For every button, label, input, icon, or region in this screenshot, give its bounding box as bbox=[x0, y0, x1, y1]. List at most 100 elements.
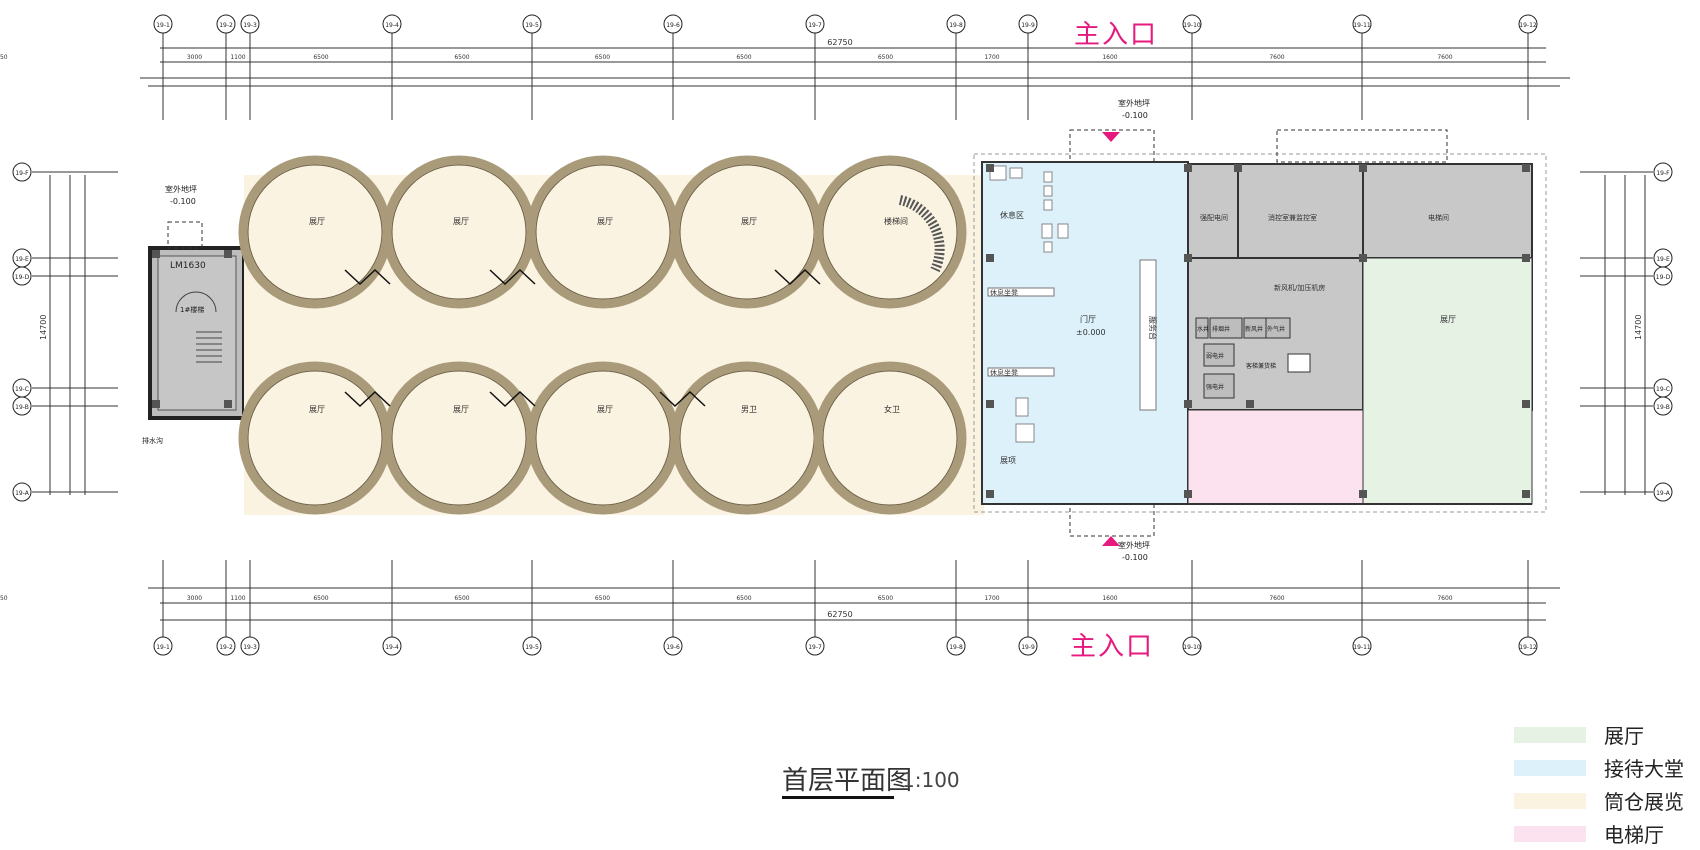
shafts bbox=[1195, 317, 1291, 399]
legend-swatch-reception-lobby bbox=[1514, 759, 1586, 776]
dimension-label: 3000 bbox=[187, 54, 202, 61]
column bbox=[1522, 490, 1530, 498]
grid-label: 19-10 bbox=[1183, 644, 1201, 651]
south-entry-canopy bbox=[1069, 503, 1155, 537]
grid-bubble bbox=[663, 14, 683, 34]
column bbox=[1234, 164, 1242, 172]
south-entry-arrow bbox=[1102, 536, 1120, 546]
right-total-dimension: 14700 bbox=[1634, 315, 1643, 340]
grid-label: 19-11 bbox=[1353, 22, 1371, 29]
rest-seats-2 bbox=[987, 367, 1055, 377]
silo-interior bbox=[535, 370, 671, 506]
side-dimension-lines bbox=[49, 175, 1646, 495]
silo-label: 男卫 bbox=[741, 405, 757, 414]
dimension-label: 6500 bbox=[454, 595, 469, 602]
elevator-label: 客梯兼货梯 bbox=[1246, 362, 1276, 370]
grid-label: 19-5 bbox=[525, 644, 539, 651]
side-grid-label: 19-A bbox=[1656, 490, 1671, 497]
silo-label: 展厅 bbox=[309, 405, 325, 414]
legend-item: 接待大堂 bbox=[1514, 751, 1684, 784]
dimension-label: 1600 bbox=[1102, 54, 1117, 61]
grid-bubble bbox=[663, 636, 683, 656]
grid-label: 19-4 bbox=[385, 644, 399, 651]
west-entry-canopy bbox=[167, 221, 203, 249]
top-overall-dimension: 62750 bbox=[827, 38, 852, 47]
column bbox=[1522, 400, 1530, 408]
dimension-label: 7600 bbox=[1269, 595, 1284, 602]
column bbox=[986, 400, 994, 408]
left-total-dimension: 14700 bbox=[39, 315, 48, 340]
column bbox=[1359, 164, 1367, 172]
grid-label: 19-8 bbox=[949, 22, 963, 29]
grid-label: 19-7 bbox=[808, 22, 822, 29]
grid-bubble bbox=[1352, 14, 1372, 34]
legend-swatch-elevator-hall bbox=[1514, 825, 1586, 842]
grid-bubble bbox=[522, 636, 542, 656]
drawing-title-underline bbox=[782, 796, 894, 799]
silo-label: 展厅 bbox=[309, 217, 325, 226]
silo-interior bbox=[247, 370, 383, 506]
legend-label: 筒仓展览 bbox=[1604, 790, 1684, 814]
dimension-label: 6500 bbox=[313, 595, 328, 602]
south-outdoor-level-label: 室外地坪 bbox=[1118, 540, 1150, 550]
service-counter bbox=[1139, 259, 1157, 411]
column bbox=[1184, 400, 1192, 408]
grid-bubble bbox=[153, 636, 173, 656]
partition-zigzag bbox=[344, 390, 391, 408]
south-main-entrance-label: 主入口 bbox=[1070, 632, 1155, 662]
column bbox=[1184, 490, 1192, 498]
drawing-scale: 1:100 bbox=[902, 768, 960, 792]
stair-tag: 1#楼梯 bbox=[180, 305, 204, 314]
grid-bubble bbox=[216, 636, 236, 656]
north-service-canopy bbox=[1276, 129, 1448, 163]
legend-swatch-silo-exhibit bbox=[1514, 792, 1586, 809]
top-dimension-lines bbox=[140, 47, 1570, 87]
bottom-overall-dimension: 62750 bbox=[827, 610, 852, 619]
exhibit-item-label: 展项 bbox=[1000, 456, 1016, 465]
rest-seats-1 bbox=[987, 287, 1055, 297]
power-room-label: 强配电间 bbox=[1200, 213, 1228, 222]
legend: 展厅 接待大堂 筒仓展览 电梯厅 bbox=[1514, 718, 1684, 850]
dimension-label: 6500 bbox=[736, 54, 751, 61]
dimension-label: 7650 bbox=[0, 54, 8, 61]
silo-interior bbox=[822, 164, 958, 300]
silo-label: 展厅 bbox=[453, 217, 469, 226]
grid-bubble bbox=[382, 636, 402, 656]
door-tag: LM1630 bbox=[170, 261, 206, 271]
grid-label: 19-6 bbox=[666, 644, 680, 651]
bottom-grid-ticks bbox=[162, 560, 1529, 637]
rest-area-label: 休息区 bbox=[1000, 210, 1024, 220]
grid-bubble bbox=[1518, 14, 1538, 34]
stair-tower-inner bbox=[157, 255, 237, 411]
east-hall-label: 展厅 bbox=[1440, 315, 1456, 324]
drawing-title: 首层平面图 bbox=[782, 766, 913, 796]
fresh-shaft-label: 新风井 bbox=[1245, 325, 1263, 333]
dimension-label: 6500 bbox=[595, 54, 610, 61]
column bbox=[986, 164, 994, 172]
grid-label: 19-9 bbox=[1021, 22, 1035, 29]
silo-label: 楼梯间 bbox=[884, 216, 908, 226]
grid-bubble bbox=[153, 14, 173, 34]
elevator-car bbox=[1287, 353, 1311, 373]
side-grid-bubble bbox=[12, 482, 32, 502]
west-outdoor-level-value: -0.100 bbox=[170, 197, 196, 206]
side-grid-label: 19-F bbox=[15, 170, 29, 177]
grid-bubble bbox=[1352, 636, 1372, 656]
silo-interior bbox=[247, 164, 383, 300]
partition-zigzag bbox=[774, 268, 821, 286]
legend-item: 电梯厅 bbox=[1514, 817, 1684, 850]
column bbox=[1522, 164, 1530, 172]
dimension-label: 6500 bbox=[454, 54, 469, 61]
lobby-level: ±0.000 bbox=[1076, 328, 1106, 337]
grid-bubble bbox=[240, 14, 260, 34]
grid-label: 19-4 bbox=[385, 22, 399, 29]
column bbox=[1184, 164, 1192, 172]
silo-label: 展厅 bbox=[453, 405, 469, 414]
north-entry-arrow bbox=[1102, 132, 1120, 142]
top-grid-ticks bbox=[162, 33, 1529, 120]
grid-label: 19-11 bbox=[1353, 644, 1371, 651]
water-shaft-label: 水井 bbox=[1197, 325, 1209, 333]
electrical-room-label: 电梯间 bbox=[1428, 213, 1449, 222]
side-grid-label: 19-E bbox=[1656, 256, 1670, 263]
